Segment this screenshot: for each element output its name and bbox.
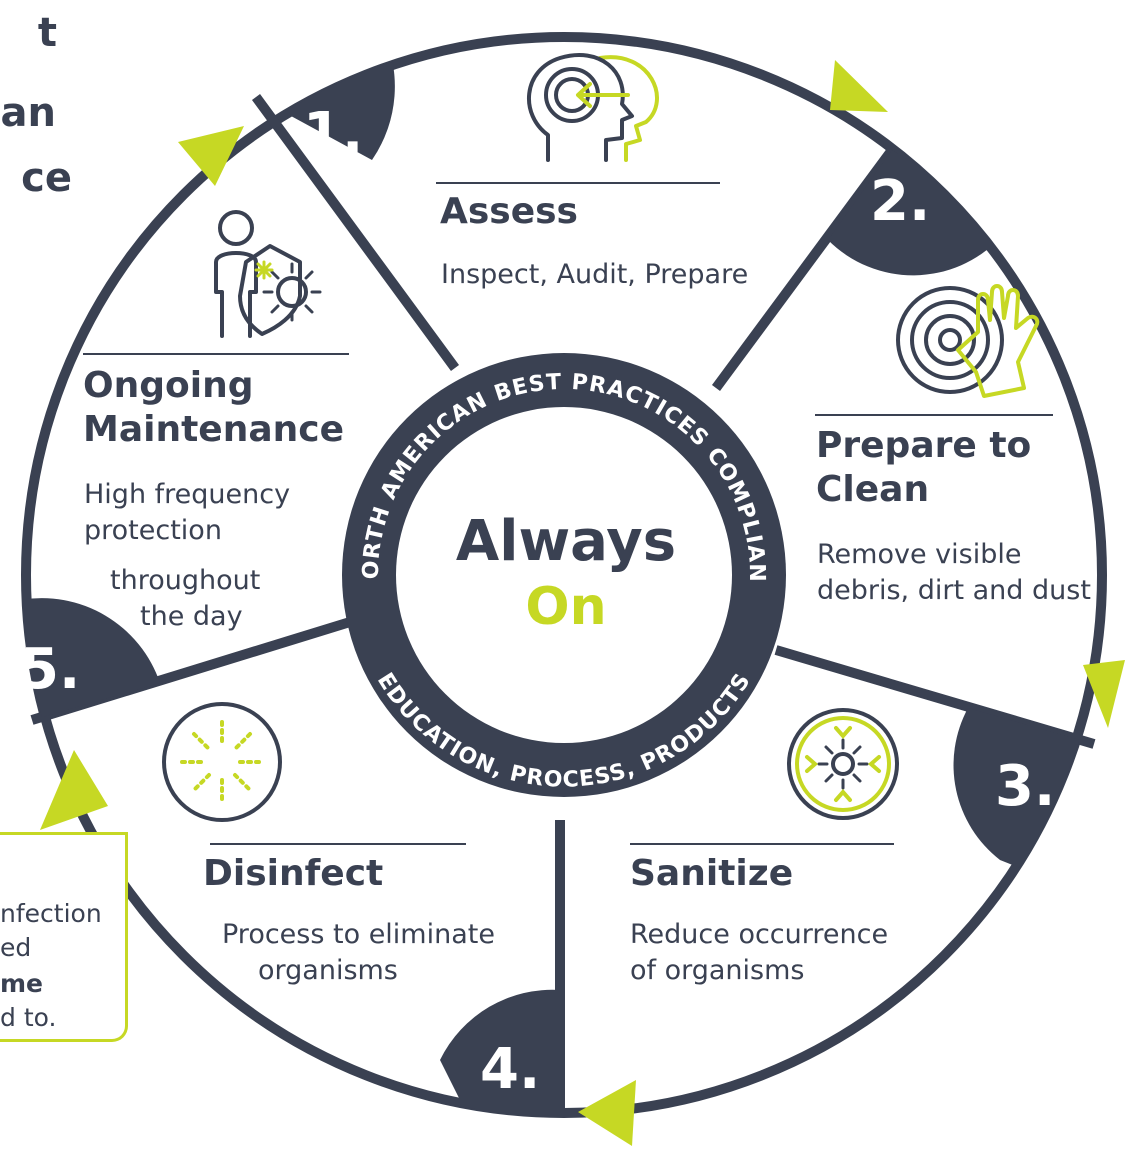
step5-desc-line1: High frequency (84, 479, 291, 510)
heading-fragment-1: t (37, 10, 57, 56)
center-subtitle: On (525, 577, 606, 637)
step5-desc-line2: protection (84, 515, 222, 546)
step3-number: 3. (995, 754, 1055, 819)
step2-title-line2: Clean (816, 469, 930, 510)
step3-desc-line2: of organisms (630, 955, 805, 986)
center-title: Always (456, 509, 676, 574)
step1-rule (436, 182, 720, 184)
arrow-5 (178, 126, 244, 186)
arrow-2 (1083, 660, 1125, 728)
note-line-2: ed (0, 933, 32, 962)
step5-rule (83, 353, 349, 355)
step2-rule (815, 414, 1053, 416)
step4-wedge (440, 989, 560, 1116)
note-line-1: nfection (0, 899, 102, 928)
center-badge-core (396, 407, 732, 743)
step5-title-line2: Maintenance (83, 409, 345, 450)
step4-number: 4. (480, 1037, 540, 1102)
step1-desc: Inspect, Audit, Prepare (441, 259, 749, 290)
virus-arrows-icon (787, 708, 899, 820)
step1-number: 1. (303, 101, 363, 166)
head-profile-icon (526, 53, 659, 162)
step4-rule (210, 843, 466, 845)
step4-title: Disinfect (203, 853, 384, 894)
direction-arrows (40, 60, 1125, 1146)
person-shield-virus-icon (214, 210, 322, 338)
step2-wedge (828, 150, 1000, 276)
heading-fragment-3: ce (21, 155, 72, 201)
arrow-4 (40, 750, 108, 830)
step2-desc-line2: debris, dirt and dust (817, 575, 1091, 606)
step1-title: Assess (440, 191, 578, 232)
note-box: nfection ed me d to. (0, 832, 128, 1042)
step5-wedge (23, 598, 160, 720)
step5-number: 5. (20, 637, 80, 702)
note-line-3: me (0, 969, 44, 998)
step3-rule (630, 843, 894, 845)
step2-number: 2. (870, 169, 930, 234)
step5-desc-line4: the day (140, 601, 243, 632)
arrow-3 (578, 1080, 636, 1146)
step5-desc-line3: throughout (110, 565, 261, 596)
note-line-4: d to. (0, 1003, 57, 1032)
step3-desc-line1: Reduce occurrence (630, 919, 889, 950)
step4-desc-line1: Process to eliminate (222, 919, 495, 950)
step3-title: Sanitize (630, 853, 794, 894)
arrow-1 (830, 60, 888, 112)
burst-circle-icon (162, 702, 282, 822)
step2-title-line1: Prepare to (816, 425, 1032, 466)
step2-desc-line1: Remove visible (817, 539, 1022, 570)
step4-desc-line2: organisms (258, 955, 398, 986)
step5-title-line1: Ongoing (83, 365, 254, 406)
heading-fragment-2: an (0, 90, 56, 136)
target-glove-icon (896, 284, 1040, 398)
